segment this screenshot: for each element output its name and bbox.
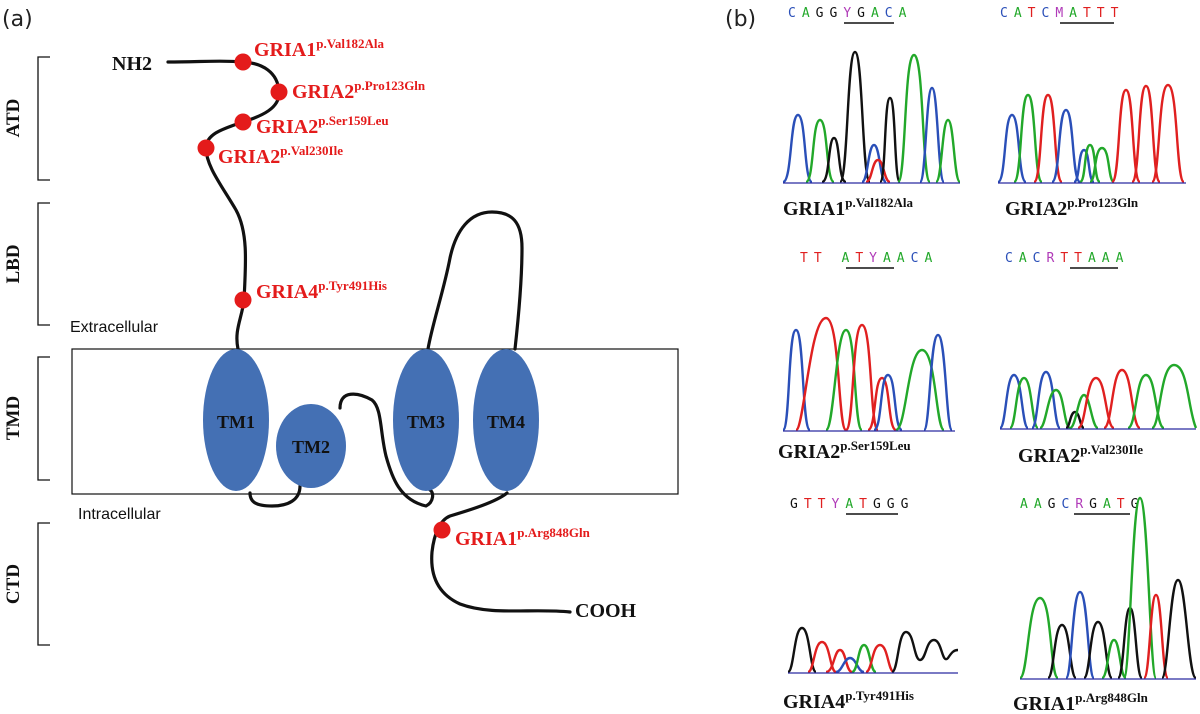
chromatogram-gria2-val230ile: CACRTTAAA [998, 251, 1198, 430]
tm2-label: TM2 [292, 437, 330, 457]
atd-bracket [37, 56, 50, 181]
trace-peaks [781, 50, 962, 184]
tm1-tm2-loop [248, 484, 302, 508]
trace-peaks [1018, 496, 1198, 680]
tm4-label: TM4 [487, 412, 525, 432]
c-terminus-label: COOH [575, 600, 637, 622]
tm1-label: TM1 [217, 412, 255, 432]
mutation-label-gria2-pro123gln: GRIA2p.Pro123Gln [292, 78, 426, 103]
trace-peaks [786, 626, 959, 674]
chromatogram-label-gria1-arg848gln: GRIA1p.Arg848Gln [1013, 690, 1149, 714]
tm4-segment [473, 349, 539, 491]
chromatogram-gria2-pro123gln: CATCMATTT [996, 6, 1186, 184]
mutation-dot-gria2-ser159leu [234, 113, 252, 131]
domain-label-tmd: TMD [3, 396, 24, 440]
trace-peaks [996, 83, 1186, 184]
chromatogram-gria2-ser159leu: TT ATYAACA [781, 251, 955, 432]
domain-brackets [37, 56, 50, 646]
tm3-segment [393, 349, 459, 491]
mutation-label-gria1-arg848gln: GRIA1p.Arg848Gln [455, 525, 591, 550]
domain-label-lbd: LBD [3, 244, 24, 283]
membrane-box [71, 348, 679, 495]
n-terminus-label: NH2 [112, 53, 152, 75]
tm2-tm3-loop [338, 392, 435, 508]
mutation-dot-gria2-val230ile [197, 139, 215, 157]
mutation-dot-gria2-pro123gln [270, 83, 288, 101]
chromatogram-label-gria2-val230ile: GRIA2p.Val230Ile [1018, 442, 1143, 467]
chromatogram-gria1-val182ala: CAGGYGACA [781, 6, 962, 184]
mutation-dot-gria1-val182ala [234, 53, 252, 71]
panel-b-label: (b) [725, 7, 756, 32]
mutation-label-gria1-val182ala: GRIA1p.Val182Ala [254, 36, 385, 61]
sequence-text: TT ATYAACA [800, 251, 938, 266]
intracellular-label: Intracellular [78, 506, 161, 523]
sequence-text: CACRTTAAA [1005, 251, 1129, 266]
tm-segments [203, 349, 539, 491]
lbd-bracket [37, 202, 50, 326]
sequence-text: GTTYATGGG [790, 497, 914, 512]
domain-label-ctd: CTD [3, 564, 24, 604]
sequence-text: AAGCRGATG [1020, 497, 1144, 512]
tmd-bracket [37, 356, 50, 481]
mutation-sites [197, 53, 451, 539]
chromatogram-label-gria2-ser159leu: GRIA2p.Ser159Leu [778, 438, 911, 463]
n-terminal-segment [166, 59, 281, 351]
trace-peaks [998, 363, 1198, 430]
tm3-tm4-loop [426, 210, 524, 351]
tm3-label: TM3 [407, 412, 445, 432]
mutation-label-gria2-ser159leu: GRIA2p.Ser159Leu [256, 113, 389, 138]
mutation-dot-gria4-tyr491his [234, 291, 252, 309]
chromatogram-label-gria1-val182ala: GRIA1p.Val182Ala [783, 195, 914, 220]
mutation-label-gria4-tyr491his: GRIA4p.Tyr491His [256, 278, 387, 303]
trace-peaks [781, 316, 954, 432]
extracellular-label: Extracellular [70, 319, 159, 336]
c-terminal-segment [430, 491, 572, 614]
chromatogram-gria4-tyr491his: GTTYATGGG [786, 497, 959, 674]
mutation-label-gria2-val230ile: GRIA2p.Val230Ile [218, 143, 343, 168]
ctd-bracket [37, 522, 50, 646]
tm1-segment [203, 349, 269, 491]
panel-a-label: (a) [2, 7, 33, 32]
chromatogram-label-gria2-pro123gln: GRIA2p.Pro123Gln [1005, 195, 1139, 220]
sequence-text: CAGGYGACA [788, 6, 912, 21]
mutation-dot-gria1-arg848gln [433, 521, 451, 539]
domain-label-atd: ATD [3, 99, 24, 138]
chromatogram-label-gria4-tyr491his: GRIA4p.Tyr491His [783, 688, 914, 713]
sequence-text: CATCMATTT [1000, 6, 1124, 21]
chromatogram-gria1-arg848gln: AAGCRGATG [1018, 496, 1198, 680]
tm2-segment [276, 404, 346, 488]
